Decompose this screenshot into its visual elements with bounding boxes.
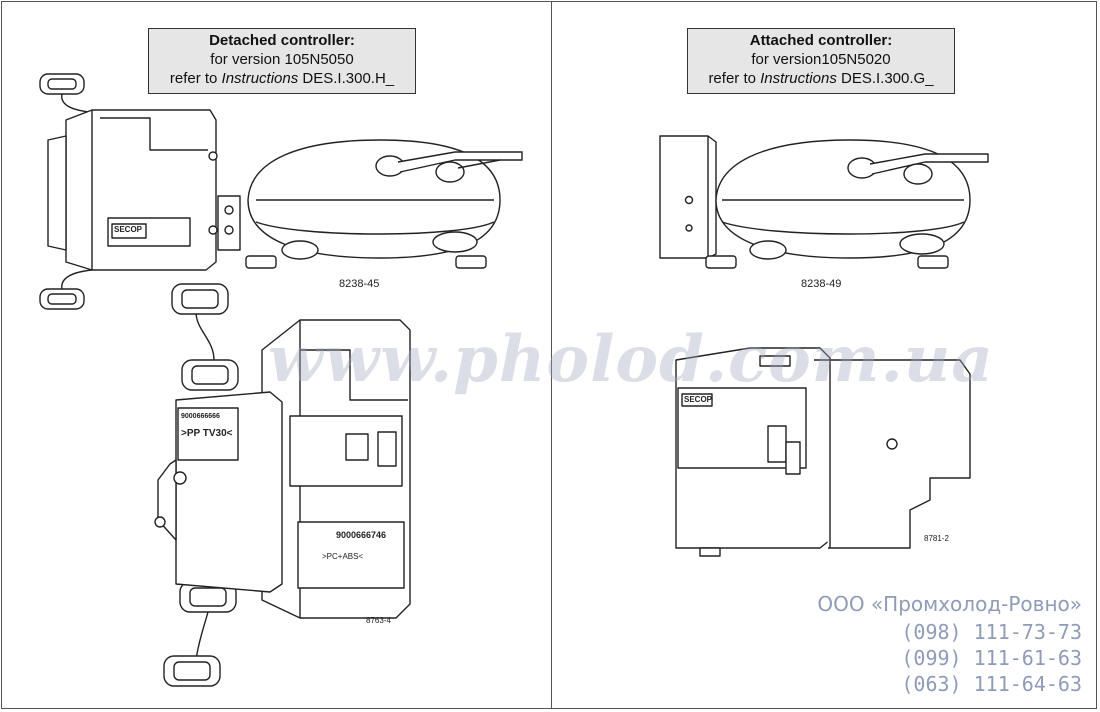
right-caption-instructions: refer to Instructions DES.I.300.G_ [688, 69, 954, 88]
left-box-brand-label: SECOP [114, 225, 143, 234]
right-caption-box: Attached controller: for version105N5020… [687, 28, 955, 94]
left-top-figure-code: 8238-45 [339, 278, 380, 290]
left-instr-prefix: refer to [169, 70, 222, 87]
right-caption-title: Attached controller: [749, 32, 893, 49]
left-instr-italic: Instructions [221, 70, 299, 87]
panel-divider [551, 1, 552, 709]
right-instr-italic: Instructions [760, 70, 837, 87]
right-instr-suffix: DES.I.300.G_ [836, 70, 934, 87]
phone-number-2[interactable]: (099) 111-61-63 [901, 646, 1082, 670]
left-caption-box: Detached controller: for version 105N505… [148, 28, 416, 94]
left-caption-instructions: refer to Instructions DES.I.300.H_ [149, 69, 415, 88]
left-bottom-figure-code: 8763-4 [366, 616, 391, 625]
left-material-label: >PP TV30< [181, 428, 233, 439]
left-compressor-drawing [39, 73, 523, 310]
right-caption-version: for version105N5020 [751, 51, 891, 68]
phone-number-1[interactable]: (098) 111-73-73 [901, 620, 1082, 644]
left-controller-detail [154, 283, 411, 687]
phone-number-3[interactable]: (063) 111-64-63 [901, 672, 1082, 696]
left-code2-label: 9000666746 [336, 530, 387, 540]
right-bottom-figure-code: 8781-2 [924, 534, 949, 543]
left-caption-title: Detached controller: [209, 32, 355, 49]
left-material2-label: >PC+ABS< [322, 552, 364, 561]
right-instr-prefix: refer to [708, 70, 761, 87]
right-box-brand-label: SECOP [684, 395, 713, 404]
right-compressor-drawing [659, 135, 989, 269]
left-part-number-label: 9000666666 [181, 413, 220, 420]
left-instr-suffix: DES.I.300.H_ [298, 70, 395, 87]
company-name: ООО «Промхолод-Ровно» [817, 592, 1082, 616]
left-caption-version: for version 105N5050 [210, 51, 354, 68]
website-watermark: www.pholod.com.ua [268, 322, 994, 397]
right-controller-detail [675, 347, 971, 557]
right-top-figure-code: 8238-49 [801, 278, 842, 290]
